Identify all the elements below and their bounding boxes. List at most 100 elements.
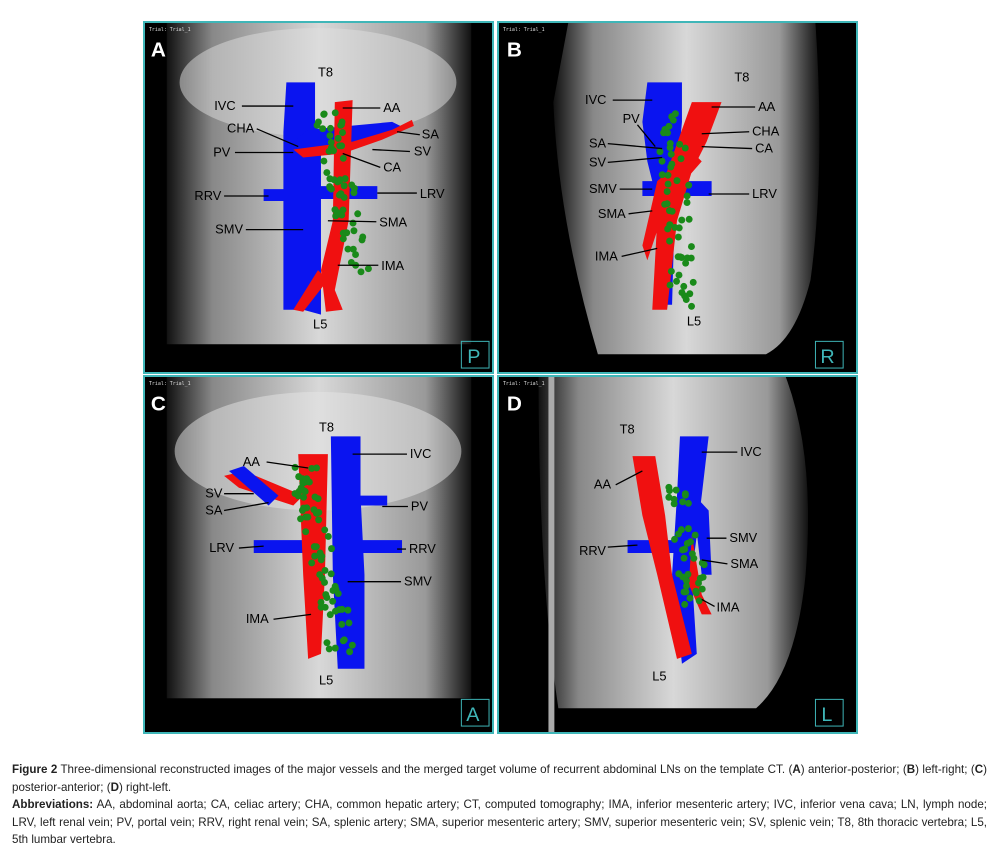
lymph-node-dot bbox=[324, 532, 332, 540]
lymph-node-dot bbox=[329, 587, 337, 594]
lymph-node-dot bbox=[340, 182, 348, 190]
label-l5: L5 bbox=[652, 669, 666, 684]
lymph-node-dot bbox=[689, 278, 697, 286]
panel-letter: D bbox=[507, 393, 522, 416]
artery-aorta bbox=[632, 456, 712, 659]
lymph-node-dot bbox=[310, 506, 318, 514]
caption-text: ) posterior-anterior; ( bbox=[12, 763, 987, 794]
panel-a-image: Trial: Trial_1 A T8 IVC CHA PV RRV SMV A… bbox=[145, 23, 492, 372]
lymph-node-dot bbox=[331, 109, 339, 117]
label-rrv: RRV bbox=[194, 188, 221, 203]
lymph-node-dot bbox=[315, 516, 323, 524]
label-ca: CA bbox=[755, 141, 773, 156]
lymph-nodes bbox=[291, 463, 356, 656]
lymph-node-dot bbox=[350, 184, 358, 192]
panel-letter: A bbox=[151, 39, 166, 62]
lymph-node-dot bbox=[681, 292, 689, 300]
label-sv: SV bbox=[205, 486, 223, 501]
lymph-node-dot bbox=[308, 559, 316, 567]
svg-text:R: R bbox=[820, 346, 834, 368]
lymph-node-dot bbox=[294, 492, 302, 500]
lymph-node-dot bbox=[666, 487, 673, 495]
lymph-node-dot bbox=[679, 498, 687, 506]
lymph-node-dot bbox=[320, 157, 328, 165]
abbreviations: Abbreviations: AA, abdominal aorta; CA, … bbox=[12, 796, 987, 849]
lymph-node-dot bbox=[341, 229, 349, 237]
lymph-node-dot bbox=[323, 169, 331, 177]
lymph-node-dot bbox=[316, 549, 324, 557]
lymph-node-dot bbox=[301, 488, 309, 495]
label-sa: SA bbox=[589, 136, 607, 151]
caption-text: Three-dimensional reconstructed images o… bbox=[57, 763, 793, 776]
lymph-node-dot bbox=[676, 140, 684, 148]
lymph-node-dot bbox=[319, 125, 327, 133]
lymph-node-dot bbox=[680, 554, 688, 562]
lymph-node-dot bbox=[305, 478, 313, 486]
lymph-node-dot bbox=[334, 590, 342, 598]
label-t8: T8 bbox=[734, 69, 749, 84]
lymph-node-dot bbox=[326, 175, 334, 183]
lymph-node-dot bbox=[683, 192, 691, 200]
lymph-node-dot bbox=[673, 277, 681, 285]
lymph-node-dot bbox=[354, 210, 362, 218]
lymph-node-dot bbox=[327, 124, 334, 132]
vein-ivc bbox=[627, 436, 712, 664]
caption-d: D bbox=[110, 780, 119, 794]
label-l5: L5 bbox=[319, 673, 333, 688]
lymph-node-dot bbox=[320, 110, 328, 118]
caption-a: A bbox=[792, 763, 801, 776]
lymph-node-dot bbox=[687, 254, 695, 262]
lymph-node-dot bbox=[666, 281, 674, 289]
label-lrv: LRV bbox=[209, 540, 234, 555]
panel-d-right-left: Trial: Trial_1 D T8 AA RRV IVC SMV SMA I… bbox=[497, 375, 858, 734]
lymph-node-dot bbox=[338, 605, 346, 613]
label-ca: CA bbox=[383, 159, 401, 174]
lymph-node-dot bbox=[684, 525, 692, 533]
lymph-node-dot bbox=[300, 504, 307, 512]
lymph-node-dot bbox=[677, 155, 685, 163]
label-smv: SMV bbox=[589, 181, 617, 196]
lymph-node-dot bbox=[687, 243, 695, 251]
orientation-icon: A bbox=[460, 698, 490, 727]
label-ivc: IVC bbox=[585, 92, 606, 107]
panel-c-posterior-anterior: Trial: Trial_1 C T8 AA SV SA LRV IMA IVC… bbox=[143, 375, 494, 734]
caption-b: B bbox=[906, 763, 916, 776]
lymph-node-dot bbox=[326, 611, 334, 619]
svg-text:P: P bbox=[467, 346, 480, 368]
labels: T8 IVC PV SA SV SMV SMA IMA AA CHA CA LR… bbox=[585, 69, 780, 328]
lymph-node-dot bbox=[674, 233, 682, 241]
labels: T8 AA SV SA LRV IMA IVC PV RRV SMV L5 bbox=[205, 419, 436, 687]
lymph-node-dot bbox=[664, 180, 672, 188]
lymph-node-dot bbox=[681, 144, 689, 152]
lymph-node-dot bbox=[684, 499, 692, 507]
lymph-node-dot bbox=[672, 486, 680, 494]
orientation-icon: L bbox=[814, 698, 844, 727]
lymph-node-dot bbox=[348, 641, 356, 649]
label-ivc: IVC bbox=[410, 446, 431, 461]
lymph-node-dot bbox=[675, 224, 683, 232]
labels: T8 AA RRV IVC SMV SMA IMA L5 bbox=[579, 421, 762, 683]
lymph-node-dot bbox=[338, 142, 346, 150]
lymph-node-dot bbox=[680, 282, 688, 290]
lymph-node-dot bbox=[665, 493, 673, 501]
lymph-node-dot bbox=[666, 144, 674, 152]
lymph-node-dot bbox=[682, 582, 690, 590]
lymph-node-dot bbox=[323, 639, 331, 647]
panel-letter: B bbox=[507, 39, 522, 62]
lymph-node-dot bbox=[692, 589, 700, 597]
label-ivc: IVC bbox=[740, 444, 761, 459]
lymph-node-dot bbox=[338, 620, 346, 628]
lymph-node-dot bbox=[667, 267, 675, 275]
lymph-node-dot bbox=[338, 118, 346, 126]
orientation-icon: R bbox=[814, 340, 844, 369]
lymph-node-dot bbox=[344, 606, 352, 614]
lymph-node-dot bbox=[311, 552, 319, 560]
label-aa: AA bbox=[758, 99, 776, 114]
svg-text:L: L bbox=[821, 704, 832, 726]
lymph-node-dot bbox=[688, 302, 696, 310]
lymph-node-dot bbox=[325, 147, 333, 155]
lymph-node-dot bbox=[323, 594, 331, 601]
lymph-node-dot bbox=[357, 268, 365, 276]
label-smv: SMV bbox=[215, 222, 243, 237]
label-sv: SV bbox=[589, 154, 607, 169]
